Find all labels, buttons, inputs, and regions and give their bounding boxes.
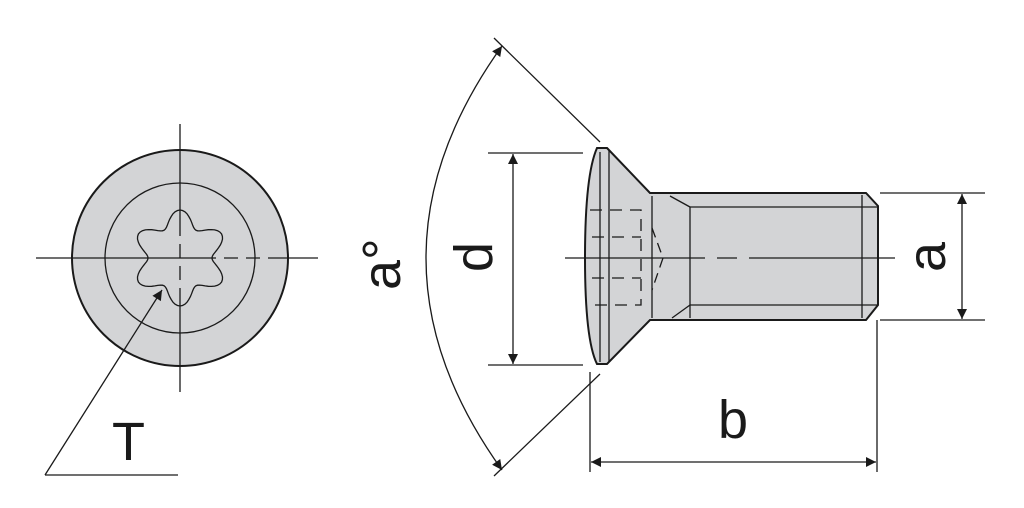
length-label: b	[718, 390, 748, 450]
thread-runout	[671, 304, 691, 319]
angle-arc-arrow	[425, 45, 503, 471]
head-angle-label: a°	[352, 238, 412, 290]
torx-size-label: T	[112, 412, 145, 472]
thread-runout	[669, 195, 691, 208]
top-view: T	[36, 124, 318, 476]
side-view	[565, 147, 895, 365]
torx-leader-arrow	[44, 289, 163, 476]
dimension-b: b	[589, 320, 878, 472]
dimension-angle: a°	[352, 37, 601, 477]
dimension-d: d	[444, 152, 583, 366]
hidden-recess-lines	[590, 209, 642, 306]
dimension-a: a	[880, 192, 985, 321]
hidden-recess-cone	[651, 227, 664, 291]
screw-body	[583, 147, 879, 365]
angle-extension-line	[493, 37, 601, 143]
head-diameter-label: d	[444, 242, 504, 272]
angle-extension-line	[493, 373, 601, 477]
thread-diameter-label: a	[897, 241, 957, 272]
